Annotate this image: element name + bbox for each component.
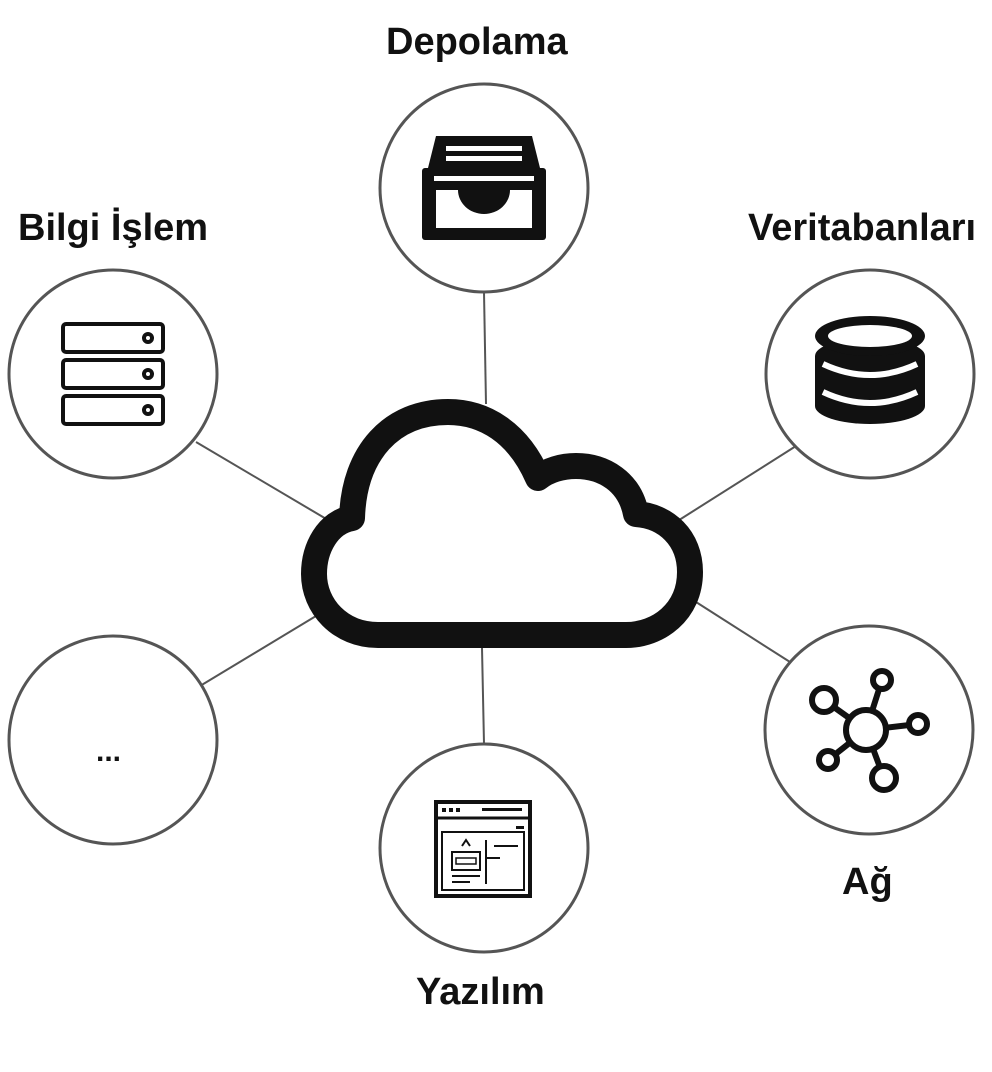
connectors — [195, 291, 797, 745]
connector-bilgi-islem — [195, 441, 329, 521]
storage-tray-icon — [422, 136, 546, 240]
node-circle-yazilim — [378, 742, 590, 954]
connector-veritabanlari — [675, 445, 797, 523]
software-window-icon — [434, 800, 532, 898]
node-label-more: ... — [96, 735, 122, 768]
database-icon — [815, 316, 925, 424]
connector-yazilim — [481, 647, 485, 745]
node-circle-bilgi-islem — [7, 268, 219, 480]
connector-more — [199, 615, 317, 687]
node-label-ag: Ağ — [842, 861, 893, 903]
node-circles — [7, 82, 976, 954]
node-label-bilgi-islem: Bilgi İşlem — [18, 207, 209, 249]
network-hub-icon — [809, 668, 930, 793]
connector-ag — [695, 601, 791, 663]
node-label-veritabanlari: Veritabanları — [748, 207, 977, 249]
node-label-depolama: Depolama — [386, 21, 568, 63]
node-label-yazilim: Yazılım — [416, 971, 545, 1013]
server-rack-icon — [61, 322, 165, 426]
node-circle-more — [7, 634, 219, 846]
cloud-icon — [301, 399, 703, 648]
connector-depolama — [483, 291, 487, 405]
